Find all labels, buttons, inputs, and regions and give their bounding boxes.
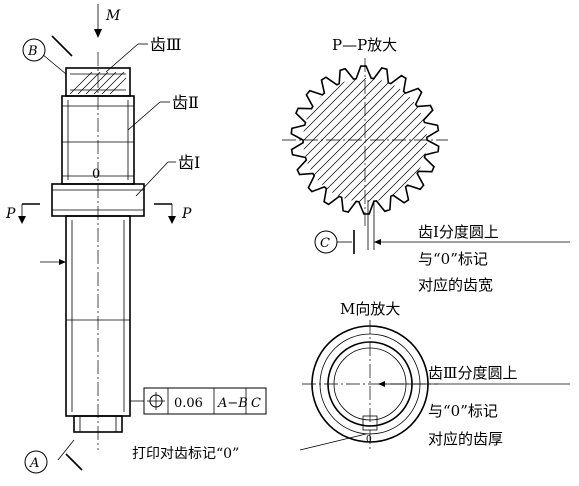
gear-i-callout: 齿Ⅰ <box>135 153 200 197</box>
datum-c: C <box>314 230 355 254</box>
position-tolerance-frame: 0.06 A−B C <box>130 387 267 415</box>
datum-a-label: A <box>29 456 39 471</box>
hatch-line <box>431 60 579 220</box>
hatch-line <box>303 78 322 202</box>
shaft-elevation: 0 <box>40 52 145 450</box>
tolerance-datum-primary: A−B <box>217 396 248 411</box>
gear-iii-note-line3: 对应的齿厚 <box>428 430 503 448</box>
print-mark-callout: 打印对齿标记“0” <box>132 433 367 462</box>
gear-i-note-line2: 与“0”标记 <box>418 250 488 268</box>
gear-iii-hatching <box>70 72 126 94</box>
hatch-line <box>313 78 427 202</box>
view-m-arrow: M <box>94 4 121 38</box>
gear-iii-note-line1: 齿Ⅲ分度圆上 <box>428 364 517 382</box>
hatch-line <box>303 78 412 202</box>
gear-i-label: 齿Ⅰ <box>178 153 200 172</box>
datum-b-label: B <box>27 44 38 59</box>
section-p-right: P <box>154 203 192 224</box>
gear-i-note: 齿Ⅰ分度圆上 与“0”标记 对应的齿宽 <box>374 223 570 294</box>
hatch-line <box>303 78 394 202</box>
gear-iii-callout: 齿Ⅲ <box>105 35 181 73</box>
pp-title: P—P放大 <box>332 36 397 54</box>
hatch-line <box>367 78 427 202</box>
hatch-line <box>303 78 421 202</box>
gear-iii-label: 齿Ⅲ <box>150 35 181 54</box>
gear-ii-callout: 齿Ⅱ <box>127 93 199 131</box>
position-icon <box>147 392 165 410</box>
hatch-line <box>349 78 427 202</box>
gear-i-note-line1: 齿Ⅰ分度圆上 <box>418 223 499 241</box>
view-m-label: M <box>105 8 121 24</box>
hatch-line <box>125 60 285 220</box>
datum-c-label: C <box>320 236 330 251</box>
section-p-right-label: P <box>181 206 192 222</box>
hatch-line <box>440 60 579 220</box>
arrow-left-icon <box>374 239 381 245</box>
datum-b: B <box>22 35 73 75</box>
tolerance-datum-secondary: C <box>251 396 261 411</box>
hatch-line <box>303 78 376 202</box>
shaft-end <box>73 415 123 433</box>
m-enlarged-view: M向放大 0 <box>302 300 438 450</box>
datum-a: A <box>24 439 83 474</box>
arrow-down-icon <box>94 29 102 38</box>
arrow-left-icon <box>378 381 385 387</box>
hatch-line <box>303 78 367 202</box>
hatch-line <box>358 78 427 202</box>
gear-i-note-line3: 对应的齿宽 <box>418 276 493 294</box>
section-p-left: P <box>5 203 40 224</box>
tolerance-value: 0.06 <box>174 396 203 411</box>
zero-mark-label: 0 <box>92 167 100 182</box>
hatch-line <box>303 78 349 202</box>
pp-enlarged-view: P—P放大 <box>125 36 579 250</box>
hatch-line <box>303 78 403 202</box>
m-title: M向放大 <box>340 300 400 318</box>
hatch-line <box>340 78 427 202</box>
hatch-line <box>322 78 427 202</box>
gear-iii-note: 齿Ⅲ分度圆上 与“0”标记 对应的齿厚 <box>378 364 570 448</box>
section-p-left-label: P <box>5 206 16 222</box>
arrow-icon <box>59 259 66 265</box>
gear-ii-label: 齿Ⅱ <box>172 93 199 112</box>
print-mark-note: 打印对齿标记“0” <box>132 445 239 462</box>
hatch-line <box>134 60 294 220</box>
spline-gear-outline <box>290 65 440 215</box>
m-view-tooth-slot <box>362 415 378 431</box>
hatch-line <box>303 78 304 202</box>
hatch-line <box>303 78 385 202</box>
hatch-line <box>331 78 427 202</box>
m-view-zero-label: 0 <box>366 435 372 445</box>
gear-iii-note-line2: 与“0”标记 <box>428 402 498 420</box>
